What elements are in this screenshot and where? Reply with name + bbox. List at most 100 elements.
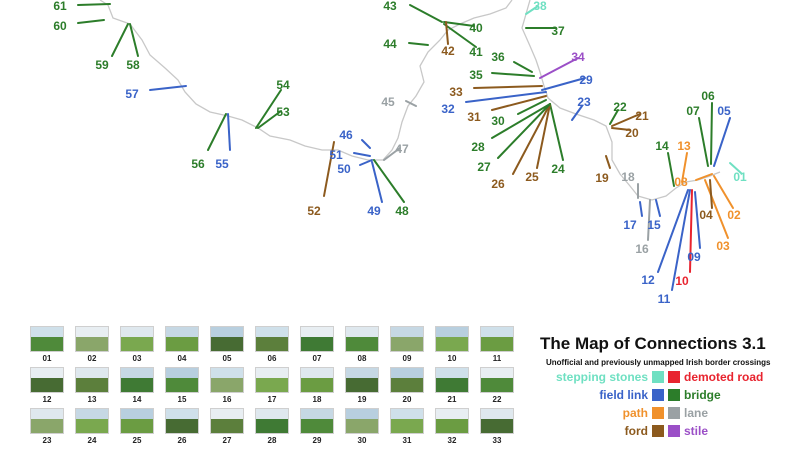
crossing-label-13: 13 — [677, 139, 691, 153]
photo-ground — [76, 418, 108, 433]
photo-thumbnail-31 — [390, 408, 424, 434]
crossing-leader-07 — [698, 117, 709, 167]
crossing-label-18: 18 — [621, 170, 635, 184]
photo-ground — [211, 377, 243, 392]
photo-label-06: 06 — [267, 354, 277, 363]
crossing-leader-47 — [383, 147, 401, 161]
crossing-leader-36 — [513, 61, 533, 73]
legend-title: The Map of Connections 3.1 — [540, 334, 766, 353]
legend-label-stepping: stepping stones — [555, 370, 648, 384]
photo-thumbnail-04 — [165, 326, 199, 352]
photo-thumbnail-22 — [480, 367, 514, 393]
photo-sky — [391, 409, 423, 419]
crossing-label-59: 59 — [95, 58, 109, 72]
photo-sky — [481, 409, 513, 419]
crossing-label-04: 04 — [699, 208, 713, 222]
crossing-label-58: 58 — [126, 58, 140, 72]
crossing-leader-53 — [257, 110, 282, 129]
photo-thumbnail-17 — [255, 367, 289, 393]
photo-label-28: 28 — [267, 436, 277, 445]
legend-item-path: path — [540, 406, 666, 422]
photo-ground — [391, 336, 423, 351]
crossing-leader-32 — [465, 91, 547, 103]
photo-thumbnail-33 — [480, 408, 514, 434]
photo-label-29: 29 — [312, 436, 322, 445]
legend-swatch-stile — [668, 425, 680, 437]
photo-sky — [76, 368, 108, 378]
legend-item-stile: stile — [668, 424, 793, 440]
crossing-leader-46 — [361, 139, 371, 149]
crossing-label-43: 43 — [383, 0, 397, 13]
crossing-label-28: 28 — [471, 140, 485, 154]
photo-label-19: 19 — [357, 395, 367, 404]
photo-label-22: 22 — [492, 395, 502, 404]
crossing-label-52: 52 — [307, 204, 321, 218]
crossing-label-07: 07 — [686, 104, 700, 118]
photo-label-23: 23 — [42, 436, 52, 445]
photo-thumbnail-11 — [480, 326, 514, 352]
photo-thumbnail-25 — [120, 408, 154, 434]
photo-label-18: 18 — [312, 395, 322, 404]
photo-label-31: 31 — [402, 436, 412, 445]
photo-ground — [31, 418, 63, 433]
legend-label-lane: lane — [684, 406, 709, 420]
crossing-leader-50 — [359, 159, 373, 166]
crossing-label-22: 22 — [613, 100, 627, 114]
crossing-leader-19 — [605, 155, 611, 169]
crossing-label-12: 12 — [641, 273, 655, 287]
crossing-leader-20 — [611, 127, 631, 131]
photo-ground — [76, 377, 108, 392]
photo-sky — [31, 409, 63, 419]
crossing-leader-05 — [713, 117, 731, 167]
border-map: 0102030405060708091011121314151617181920… — [53, 0, 747, 306]
crossing-leader-02 — [713, 175, 734, 209]
crossing-label-01: 01 — [733, 170, 747, 184]
crossing-leader-09 — [694, 191, 701, 249]
legend-item-lane: lane — [668, 406, 793, 422]
crossing-label-17: 17 — [623, 218, 637, 232]
legend-label-path: path — [622, 406, 648, 420]
legend-label-ford: ford — [624, 424, 648, 438]
legend-swatch-lane — [668, 407, 680, 419]
photo-thumbnail-27 — [210, 408, 244, 434]
crossing-label-38: 38 — [533, 0, 547, 13]
crossing-label-53: 53 — [276, 105, 290, 119]
crossing-label-35: 35 — [469, 68, 483, 82]
crossing-label-24: 24 — [551, 162, 565, 176]
crossing-leader-04 — [709, 179, 713, 209]
photo-sky — [256, 368, 288, 378]
crossing-leader-60 — [77, 19, 105, 24]
crossing-leader-45 — [405, 100, 417, 107]
photo-ground — [256, 377, 288, 392]
crossing-label-44: 44 — [383, 37, 397, 51]
photo-sky — [166, 368, 198, 378]
photo-thumbnail-03 — [120, 326, 154, 352]
photo-thumbnail-20 — [390, 367, 424, 393]
photo-label-08: 08 — [357, 354, 367, 363]
crossing-label-54: 54 — [276, 78, 290, 92]
photo-thumbnail-14 — [120, 367, 154, 393]
photo-thumbnail-18 — [300, 367, 334, 393]
crossing-label-09: 09 — [687, 250, 701, 264]
photo-ground — [121, 418, 153, 433]
photo-thumbnail-08 — [345, 326, 379, 352]
crossing-leader-35 — [491, 72, 535, 77]
crossing-leader-42 — [445, 21, 449, 45]
legend-subtitle: Unofficial and previously unmapped Irish… — [546, 358, 771, 367]
photo-ground — [301, 377, 333, 392]
crossing-label-31: 31 — [467, 110, 481, 124]
crossing-label-41: 41 — [469, 45, 483, 59]
crossing-leader-25 — [536, 103, 551, 169]
photo-ground — [121, 336, 153, 351]
border-line — [99, 0, 721, 201]
photo-thumbnail-15 — [165, 367, 199, 393]
photo-ground — [31, 336, 63, 351]
crossing-leader-34 — [539, 57, 579, 79]
legend-swatch-bridge — [668, 389, 680, 401]
photo-ground — [481, 377, 513, 392]
crossing-label-02: 02 — [727, 208, 741, 222]
crossing-leader-23 — [571, 105, 583, 121]
photo-sky — [121, 409, 153, 419]
